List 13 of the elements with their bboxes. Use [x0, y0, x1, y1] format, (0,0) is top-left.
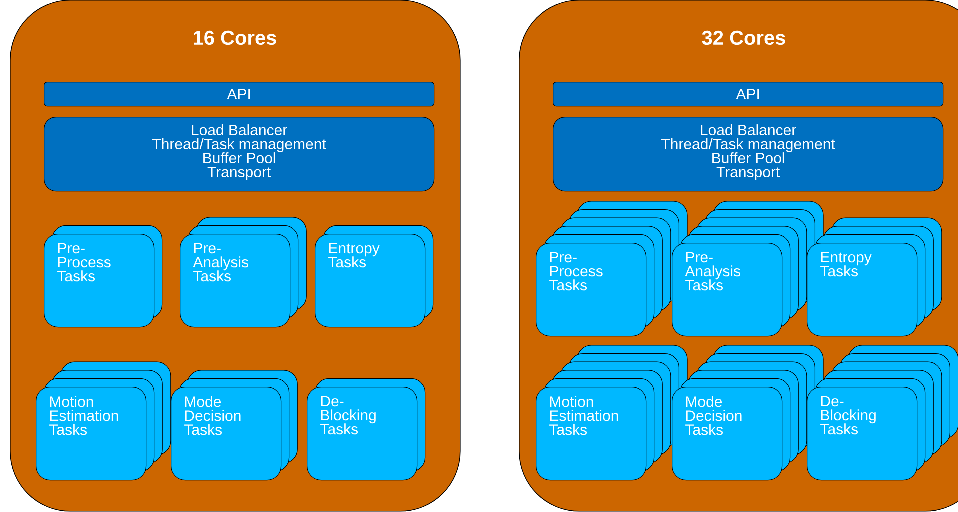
task-card-stack: Entropy Tasks — [315, 225, 434, 328]
task-card-stack: De-Blocking Tasks — [807, 345, 958, 481]
api-bar: API — [553, 82, 944, 107]
service-box: Load Balancer Thread/Task management Buffer Pool Transport — [553, 117, 944, 192]
api-bar: API — [44, 82, 435, 107]
task-card-stack: Pre-Process Tasks — [44, 225, 163, 328]
service-box: Load Balancer Thread/Task management Buffer Pool Transport — [44, 117, 435, 192]
task-card-stack: Entropy Tasks — [807, 218, 942, 337]
task-card-stack: Pre-Analysis Tasks — [180, 217, 307, 328]
task-card-stack: Motion Estimation Tasks — [536, 345, 688, 481]
task-card-stack: De-Blocking Tasks — [307, 378, 426, 481]
task-card-stack: Mode Decision Tasks — [171, 370, 298, 481]
task-card-stack: Motion Estimation Tasks — [36, 362, 172, 481]
